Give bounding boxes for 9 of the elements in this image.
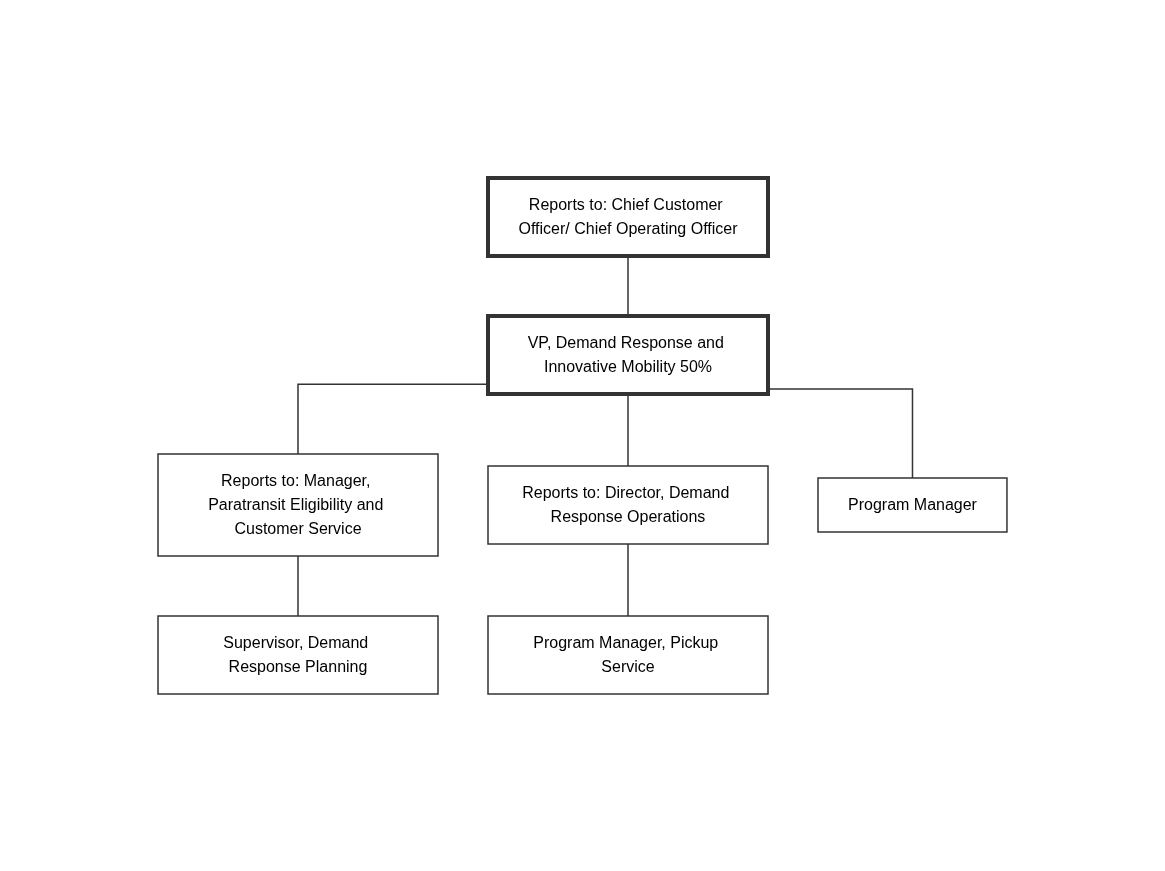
node-box: Program Manager, Pickup Service: [487, 614, 769, 695]
node-box: Supervisor, Demand Response Planning: [157, 614, 439, 695]
node-box: VP, Demand Response and Innovative Mobility 50%: [486, 313, 770, 396]
connector: [297, 554, 299, 617]
node-box: Reports to: Manager, Paratransit Eligibility and Customer Service: [157, 452, 439, 557]
node-box: Program Manager: [817, 476, 1008, 533]
connector: [627, 542, 629, 617]
node-box: Reports to: Chief Customer Officer/ Chief Operating Officer: [486, 175, 770, 258]
node-box: Reports to: Director, Demand Response Operations: [487, 464, 769, 545]
